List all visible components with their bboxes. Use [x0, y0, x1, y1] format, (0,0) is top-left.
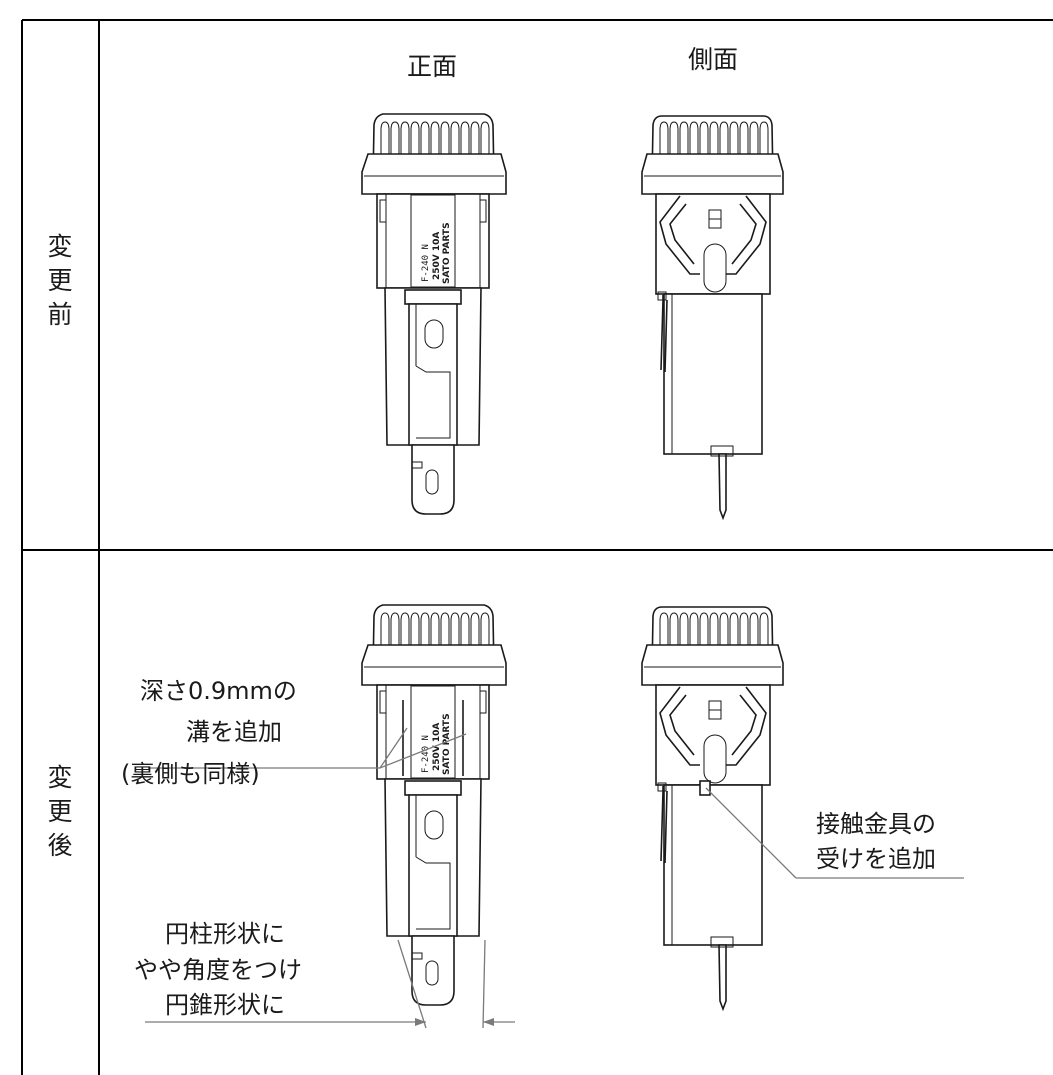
contact-leader	[705, 787, 964, 879]
row-label-before-char-1: 変	[47, 232, 72, 261]
part-marking-model-after: F-240 N	[421, 735, 431, 773]
contact-annotation-line-2: 受けを追加	[816, 845, 936, 873]
groove-annotation-line-2: 溝を追加	[186, 718, 282, 746]
part-marking-model: F-240 N	[421, 244, 431, 282]
groove-annotation-line-3: (裏側も同様)	[121, 760, 260, 788]
front-view-caption: 正面	[407, 52, 457, 81]
groove-annotation: 深さ0.9mmの 溝を追加 (裏側も同様)	[121, 677, 297, 788]
side-view-caption: 側面	[688, 45, 738, 74]
row-label-before-char-2: 更	[47, 266, 72, 295]
part-marking-rating-after: 250V 10A	[432, 723, 442, 771]
part-marking-maker-after: SATO PARTS	[442, 713, 452, 775]
part-marking-maker: SATO PARTS	[442, 222, 452, 284]
part-marking-rating: 250V 10A	[432, 232, 442, 280]
side-view-after	[641, 606, 784, 1010]
side-view-before	[641, 115, 784, 519]
cone-dimension	[145, 939, 515, 1029]
groove-leader	[148, 727, 467, 769]
groove-annotation-line-1: 深さ0.9mmの	[140, 677, 297, 705]
row-label-before: 変 更 前	[47, 232, 72, 329]
row-label-after-char-1: 変	[47, 763, 72, 792]
row-label-after: 変 更 後	[47, 763, 72, 860]
cone-annotation: 円柱形状に やや角度をつけ 円錐形状に	[134, 920, 302, 1019]
row-label-after-char-2: 更	[47, 797, 72, 826]
table-borders	[21, 19, 1053, 1075]
contact-annotation: 接触金具の 受けを追加	[816, 810, 936, 873]
cone-annotation-line-3: 円錐形状に	[165, 991, 285, 1019]
cone-annotation-line-1: 円柱形状に	[165, 920, 285, 948]
contact-annotation-line-1: 接触金具の	[816, 810, 936, 838]
front-view-before: F-240 N 250V 10A SATO PARTS	[361, 113, 507, 515]
front-view-after: F-240 N 250V 10A SATO PARTS	[361, 604, 507, 1006]
row-label-before-char-3: 前	[47, 300, 72, 329]
row-label-after-char-3: 後	[47, 831, 72, 860]
cone-annotation-line-2: やや角度をつけ	[134, 956, 302, 984]
